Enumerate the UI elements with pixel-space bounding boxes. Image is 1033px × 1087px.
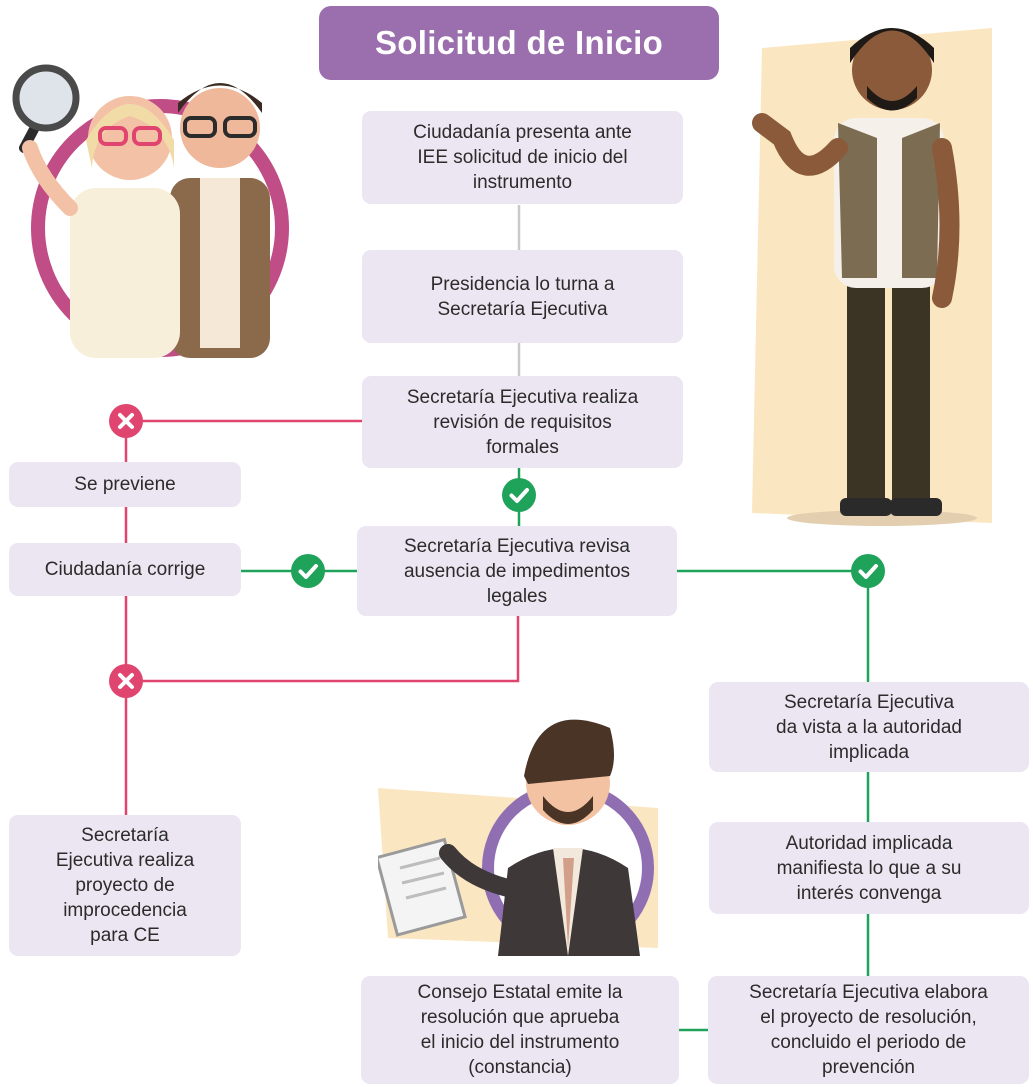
- page-title: Solicitud de Inicio: [374, 24, 664, 61]
- x-circle-icon: [109, 664, 143, 698]
- title-banner: Solicitud de Inicio: [319, 6, 719, 80]
- step-revision-requisitos-label: Secretaría Ejecutiva realiza revisión de…: [406, 386, 639, 458]
- step-da-vista-label: Secretaría Ejecutiva da vista a la autor…: [776, 691, 962, 763]
- step-improcedencia: Secretaría Ejecutiva realiza proyecto de…: [9, 815, 241, 956]
- step-se-previene: Se previene: [9, 462, 241, 507]
- step-improcedencia-label: Secretaría Ejecutiva realiza proyecto de…: [55, 825, 195, 946]
- step-se-previene-label: Se previene: [74, 474, 176, 495]
- x-circle-icon: [109, 404, 143, 438]
- step-revision-requisitos: Secretaría Ejecutiva realiza revisión de…: [362, 376, 683, 468]
- step-ciudadania-corrige: Ciudadanía corrige: [9, 543, 241, 596]
- step-presidencia-turna: Presidencia lo turna a Secretaría Ejecut…: [362, 250, 683, 343]
- check-circle-icon: [291, 554, 325, 588]
- step-presidencia-turna-label: Presidencia lo turna a Secretaría Ejecut…: [430, 273, 615, 320]
- step-ciudadania-presenta: Ciudadanía presenta ante IEE solicitud d…: [362, 111, 683, 204]
- step-elabora-proyecto: Secretaría Ejecutiva elabora el proyecto…: [708, 976, 1029, 1084]
- step-da-vista: Secretaría Ejecutiva da vista a la autor…: [709, 682, 1029, 772]
- step-autoridad-manifiesta: Autoridad implicada manifiesta lo que a …: [709, 822, 1029, 914]
- step-autoridad-manifiesta-label: Autoridad implicada manifiesta lo que a …: [776, 832, 962, 904]
- check-circle-icon: [502, 478, 536, 512]
- connector-red-reject-2: [126, 616, 520, 683]
- connector-green-right: [677, 569, 870, 682]
- step-revisa-impedimentos: Secretaría Ejecutiva revisa ausencia de …: [357, 526, 677, 616]
- man-with-document-illustration: [378, 719, 658, 956]
- check-circle-icon: [851, 554, 885, 588]
- investigators-illustration: [12, 64, 289, 358]
- step-elabora-proyecto-label: Secretaría Ejecutiva elabora el proyecto…: [749, 982, 988, 1078]
- step-consejo-emite: Consejo Estatal emite la resolución que …: [361, 976, 679, 1084]
- step-ciudadania-corrige-label: Ciudadanía corrige: [44, 559, 206, 580]
- step-revisa-impedimentos-label: Secretaría Ejecutiva revisa ausencia de …: [403, 535, 631, 607]
- man-pointing-illustration: [752, 28, 992, 526]
- step-ciudadania-presenta-label: Ciudadanía presenta ante IEE solicitud d…: [413, 122, 632, 193]
- step-consejo-emite-label: Consejo Estatal emite la resolución que …: [417, 982, 623, 1078]
